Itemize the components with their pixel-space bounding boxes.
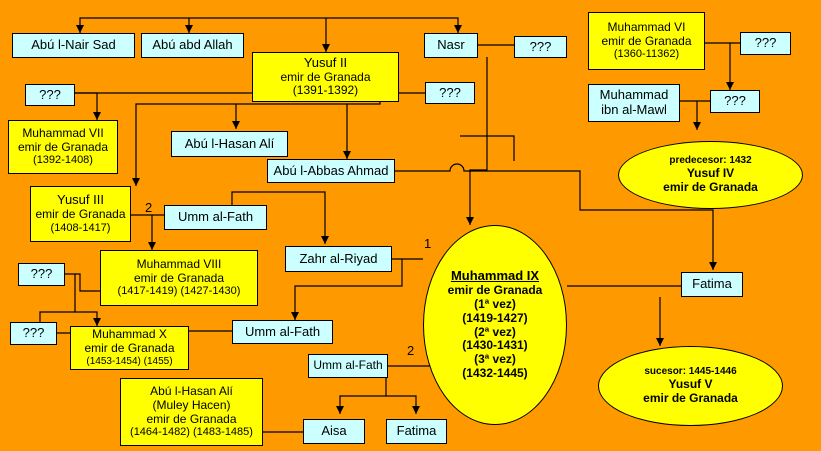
- reign-2-label: (2ª vez): [474, 324, 516, 339]
- person-name: Nasr: [437, 37, 465, 53]
- person-name: Zahr al-Riyad: [299, 250, 378, 266]
- person-name: Muhammad IX: [450, 268, 540, 284]
- person-name: Yusuf V: [668, 376, 713, 391]
- person-yusuf-ii: Yusuf II emir de Granada (1391-1392): [252, 52, 399, 102]
- unknown-label: ???: [439, 84, 461, 100]
- person-years: (1391-1392): [292, 83, 359, 98]
- person-nasr: Nasr: [424, 33, 478, 58]
- person-umm-al-fath-2: Umm al-Fath: [232, 320, 333, 344]
- marriage-number: 2: [407, 343, 415, 358]
- person-muley-hacen: Abú l-Hasan Alí (Muley Hacen) emir de Gr…: [120, 378, 263, 446]
- person-name: Abú l-Hasan Alí: [150, 383, 233, 398]
- person-yusuf-iii: Yusuf III emir de Granada (1408-1417): [30, 186, 131, 242]
- unknown-spouse-muhammad-viii: ???: [18, 263, 65, 286]
- person-muhammad-x: Muhammad X emir de Granada (1453-1454) (…: [70, 326, 189, 370]
- person-muhammad-vii: Muhammad VII emir de Granada (1392-1408): [8, 120, 118, 174]
- person-title: emir de Granada: [447, 283, 543, 298]
- unknown-spouse-muhammad-x: ???: [10, 322, 57, 345]
- predecessor-label: predecesor: 1432: [669, 155, 752, 167]
- person-years: (1408-1417): [50, 222, 111, 235]
- person-name: Yusuf II: [303, 54, 348, 70]
- person-title: emir de Granada: [601, 33, 692, 48]
- person-name: Abú abd Allah: [152, 37, 233, 53]
- person-name: Umm al-Fath: [244, 323, 321, 339]
- person-yusuf-iv: predecesor: 1432 Yusuf IV emir de Granad…: [618, 141, 803, 209]
- person-title: emir de Granada: [17, 139, 109, 154]
- person-name: Muhammad X: [92, 327, 167, 342]
- person-abul-abbas-ahmad: Abú l-Abbas Ahmad: [267, 159, 395, 183]
- person-alias: (Muley Hacen): [152, 397, 231, 412]
- reign-1-label: (1ª vez): [474, 296, 516, 311]
- person-fatima: Fatima: [681, 272, 743, 297]
- unknown-spouse-muhammad-vi: ???: [740, 32, 791, 55]
- person-name: Yusuf IV: [686, 165, 735, 180]
- unknown-spouse-nasr: ???: [514, 36, 567, 58]
- reign-3-years: (1432-1445): [462, 365, 528, 380]
- person-title: emir de Granada: [663, 179, 758, 194]
- person-abu-abd-allah: Abú abd Allah: [141, 33, 244, 58]
- unknown-label: ???: [22, 325, 45, 341]
- person-muhammad-vi: Muhammad VI emir de Granada (1360-11362): [588, 12, 705, 70]
- unknown-label: ???: [724, 93, 746, 109]
- person-aisa: Aisa: [303, 419, 365, 444]
- unknown-label: ???: [529, 38, 552, 54]
- person-title: emir de Granada: [84, 341, 175, 356]
- person-name: Yusuf III: [57, 192, 104, 208]
- person-abul-nair-sad: Abú l-Nair Sad: [12, 33, 135, 58]
- person-name: Muhammad VIII: [136, 256, 222, 271]
- unknown-spouse-yusuf-ii-left: ???: [25, 84, 75, 106]
- unknown-spouse-ibn-al-mawl: ???: [710, 90, 760, 113]
- person-muhammad-ibn-al-mawl: Muhammad ibn al-Mawl: [588, 84, 680, 122]
- person-name: Abú l-Nair Sad: [31, 37, 116, 53]
- unknown-label: ???: [39, 86, 61, 102]
- person-title: emir de Granada: [35, 207, 126, 222]
- person-title: emir de Granada: [643, 390, 738, 405]
- person-name-line1: Muhammad: [599, 87, 669, 103]
- person-fatima-daughter: Fatima: [386, 419, 447, 444]
- marriage-number: 2: [145, 200, 153, 215]
- person-name: Abú l-Abbas Ahmad: [273, 162, 389, 178]
- marriage-number: 1: [424, 236, 432, 251]
- person-name: Muhammad VI: [607, 19, 686, 34]
- unknown-label: ???: [30, 266, 53, 282]
- person-title: emir de Granada: [133, 270, 225, 285]
- person-name: Fatima: [396, 423, 437, 439]
- reign-1-years: (1419-1427): [462, 310, 528, 325]
- person-muhammad-viii: Muhammad VIII emir de Granada (1417-1419…: [100, 250, 258, 306]
- person-umm-al-fath-1: Umm al-Fath: [164, 205, 267, 230]
- person-name: Muhammad VII: [22, 125, 104, 140]
- person-years: (1464-1482) (1483-1485): [130, 426, 253, 439]
- person-umm-al-fath-3: Umm al-Fath: [308, 354, 388, 378]
- reign-2-years: (1430-1431): [462, 338, 528, 353]
- person-abul-hasan-ali: Abú l-Hasan Alí: [171, 131, 288, 157]
- person-name-line2: ibn al-Mawl: [601, 102, 667, 117]
- person-muhammad-ix: Muhammad IX emir de Granada (1ª vez) (14…: [423, 225, 567, 425]
- person-zahr-al-riyad: Zahr al-Riyad: [285, 246, 392, 272]
- person-title: emir de Granada: [280, 69, 371, 84]
- person-name: Abú l-Hasan Alí: [184, 135, 275, 151]
- person-years: (1417-1419) (1427-1430): [117, 285, 241, 298]
- unknown-spouse-yusuf-ii-right: ???: [425, 82, 475, 104]
- person-years: (1392-1408): [33, 154, 93, 167]
- person-name: Aisa: [321, 423, 347, 439]
- person-name: Umm al-Fath: [313, 358, 383, 373]
- reign-3-label: (3ª vez): [474, 352, 516, 367]
- successor-label: sucesor: 1445-1446: [644, 366, 737, 378]
- person-title: emir de Granada: [146, 411, 237, 426]
- person-name: Fatima: [692, 276, 732, 292]
- person-name: Umm al-Fath: [177, 209, 254, 225]
- person-years: (1360-11362): [613, 48, 680, 61]
- unknown-label: ???: [754, 35, 777, 51]
- person-years: (1453-1454) (1455): [86, 356, 173, 368]
- person-yusuf-v: sucesor: 1445-1446 Yusuf V emir de Grana…: [598, 346, 783, 426]
